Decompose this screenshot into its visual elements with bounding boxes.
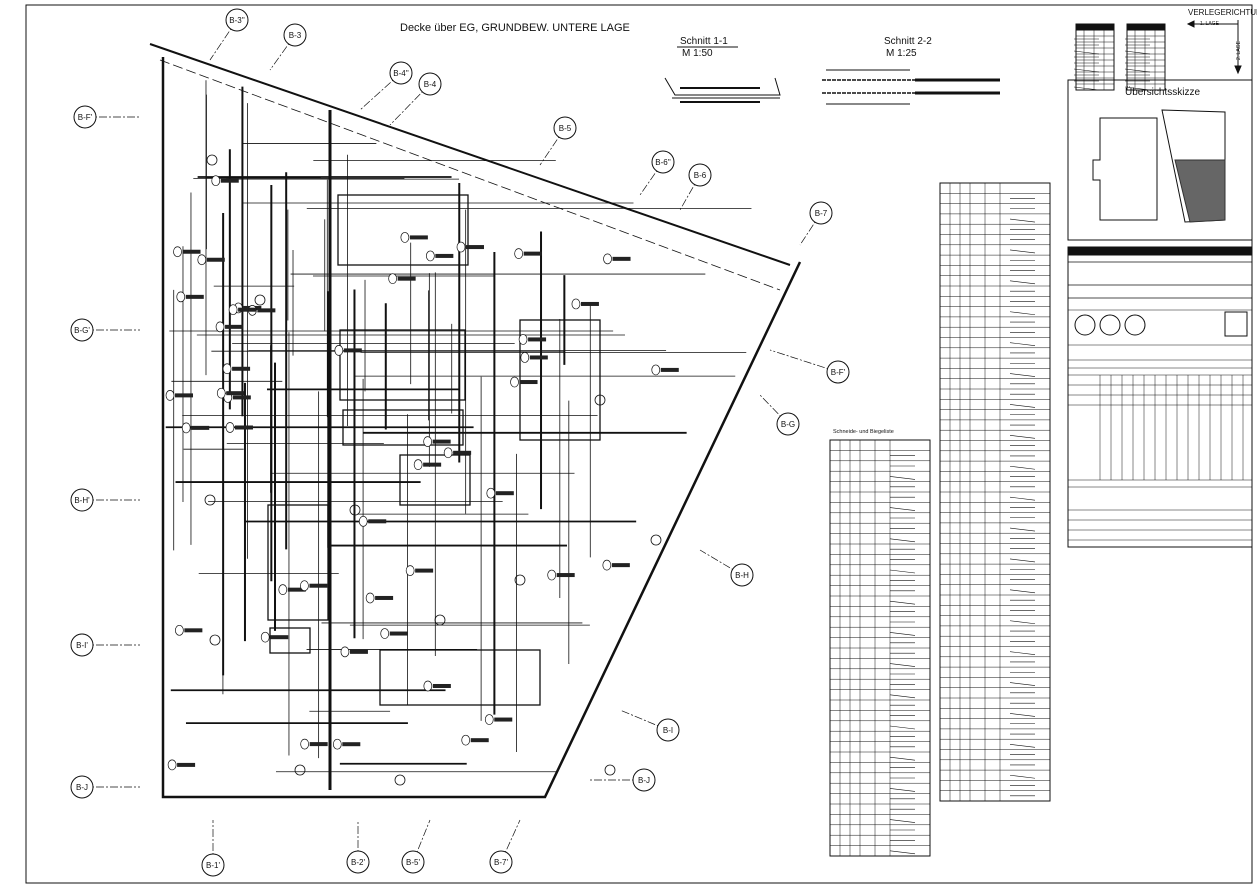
schedule-title: Schneide- und Biegeliste xyxy=(833,429,894,435)
axis-label: B-4'' xyxy=(393,69,409,78)
axis-label: B-3'' xyxy=(229,16,245,25)
axis-bubble: B-J xyxy=(70,775,140,799)
axis-bubble: B-7 xyxy=(799,201,833,246)
laying-direction: VERLEGERICHTUNG 1. LAGE 2. LAGE xyxy=(1186,8,1257,75)
bending-schedule-table xyxy=(939,182,1051,802)
axis-bubble: B-F' xyxy=(73,105,140,129)
steel-summary-tables xyxy=(1073,23,1166,91)
axis-bubble: B-F' xyxy=(769,349,850,384)
axis-bubble: B-6 xyxy=(679,163,712,211)
axis-label: B-H xyxy=(735,571,749,580)
section-2-scale: M 1:25 xyxy=(886,48,917,59)
overview-sketch: Übersichtsskizze xyxy=(1067,79,1253,241)
grid-axis-bubbles: B-F'B-G'B-H'B-I'B-JB-3''B-3B-4''B-4B-5B-… xyxy=(70,8,850,877)
section-1-scale: M 1:50 xyxy=(682,48,713,59)
section-1-title: Schnitt 1-1 xyxy=(680,36,728,47)
axis-bubble: B-H xyxy=(699,549,754,587)
section-1-1: Schnitt 1-1 M 1:50 xyxy=(664,36,781,103)
axis-label: B-4 xyxy=(424,80,437,89)
axis-label: B-3 xyxy=(289,31,302,40)
axis-bubble: B-6'' xyxy=(639,150,675,196)
axis-bubble: B-I xyxy=(619,709,680,742)
axis-label: B-H' xyxy=(74,496,90,505)
axis-label: B-2' xyxy=(351,858,365,867)
direction-title: VERLEGERICHTUNG xyxy=(1188,8,1257,17)
axis-label: B-J xyxy=(76,783,88,792)
axis-bubble: B-7' xyxy=(489,819,521,874)
overview-title: Übersichtsskizze xyxy=(1125,86,1200,98)
axis-label: B-1' xyxy=(206,861,220,870)
axis-label: B-I xyxy=(663,726,673,735)
axis-label: B-6 xyxy=(694,171,707,180)
axis-bubble: B-3'' xyxy=(209,8,249,61)
axis-bubble: B-5 xyxy=(539,116,577,166)
axis-label: B-G' xyxy=(74,326,90,335)
rebar-lines xyxy=(159,59,781,790)
section-2-title: Schnitt 2-2 xyxy=(884,36,932,47)
axis-label: B-I' xyxy=(76,641,88,650)
axis-label: B-6'' xyxy=(655,158,671,167)
axis-label: B-7' xyxy=(494,858,508,867)
slab-outline xyxy=(149,43,802,799)
section-2-2: Schnitt 2-2 M 1:25 xyxy=(822,36,1000,105)
axis-bubble: B-4'' xyxy=(359,61,413,111)
axis-label: B-F' xyxy=(831,368,846,377)
axis-bubble: B-G xyxy=(759,394,800,436)
axis-label: B-G xyxy=(781,420,795,429)
axis-label: B-F' xyxy=(78,113,93,122)
title-block xyxy=(1067,246,1253,548)
axis-bubble: B-1' xyxy=(201,820,225,877)
axis-bubble: B-H' xyxy=(70,488,140,512)
axis-bubble: B-J xyxy=(590,768,656,792)
axis-bubble: B-2' xyxy=(346,820,370,874)
cutting-schedule-table: Schneide- und Biegeliste xyxy=(829,429,931,857)
axis-bubble: B-3 xyxy=(269,23,307,71)
axis-label: B-5 xyxy=(559,124,572,133)
axis-label: B-J xyxy=(638,776,650,785)
axis-bubble: B-4 xyxy=(389,72,442,126)
drawing-title: Decke über EG, GRUNDBEW. UNTERE LAGE xyxy=(400,22,630,34)
axis-bubble: B-I' xyxy=(70,633,140,657)
axis-label: B-7 xyxy=(815,209,828,218)
direction-layer2: 2. LAGE xyxy=(1236,40,1242,60)
axis-label: B-5' xyxy=(406,858,420,867)
axis-bubble: B-5' xyxy=(401,819,431,874)
axis-bubble: B-G' xyxy=(70,318,140,342)
